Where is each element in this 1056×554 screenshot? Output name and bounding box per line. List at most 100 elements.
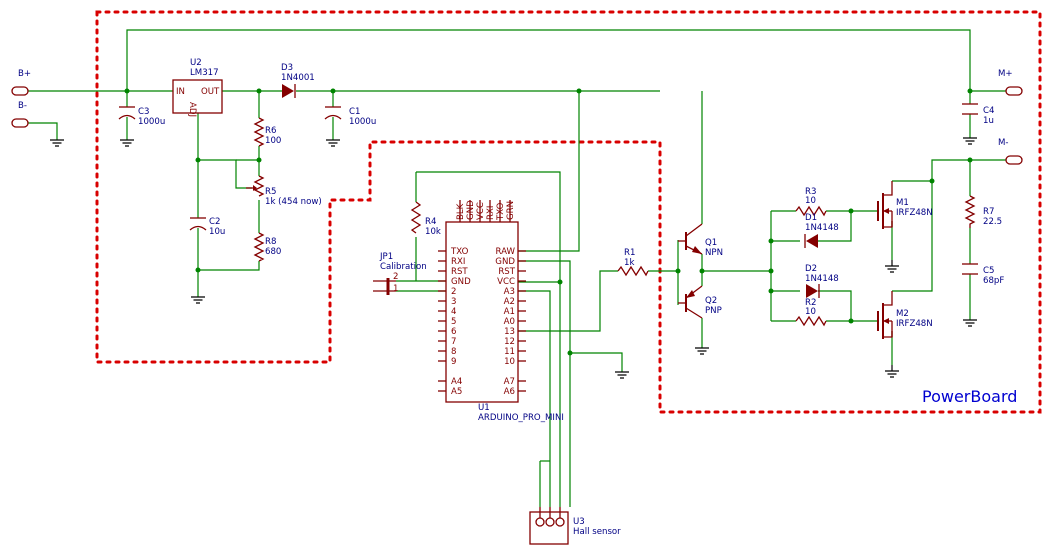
u1-right-pin-label: GND xyxy=(495,257,515,267)
u1-right-pin-label: A2 xyxy=(504,297,515,307)
u1-left-pin-label: RXI xyxy=(451,257,465,267)
svg-text:R1: R1 xyxy=(624,248,635,258)
u1-left-pin-label: 3 xyxy=(451,297,456,307)
svg-text:R8: R8 xyxy=(265,237,276,247)
u1-top-pin-label: RXI xyxy=(486,206,496,220)
u1-top-pin-label: VCC xyxy=(476,202,486,220)
svg-text:C1: C1 xyxy=(349,107,360,117)
svg-text:1k: 1k xyxy=(624,258,634,268)
svg-text:M2: M2 xyxy=(896,309,909,319)
svg-text:100: 100 xyxy=(265,136,281,146)
svg-text:PNP: PNP xyxy=(705,306,722,316)
battery-minus-connector: B- xyxy=(11,101,29,128)
r5-potentiometer: R5 1k (454 now) xyxy=(246,175,322,207)
u1-right-pin-label: 12 xyxy=(504,337,515,347)
svg-text:R5: R5 xyxy=(265,187,276,197)
r3-resistor: R3 10 xyxy=(795,187,827,217)
svg-text:R3: R3 xyxy=(805,187,816,197)
r4-resistor: R4 10k xyxy=(410,201,441,237)
r8-resistor: R8 680 xyxy=(253,232,281,262)
svg-text:1k (454 now): 1k (454 now) xyxy=(265,197,322,207)
svg-text:M+: M+ xyxy=(998,69,1013,79)
svg-text:1u: 1u xyxy=(983,116,994,126)
svg-text:B-: B- xyxy=(18,101,27,111)
svg-text:68pF: 68pF xyxy=(983,276,1004,286)
d2-diode: D2 1N4148 xyxy=(805,264,839,298)
motor-plus-connector: M+ xyxy=(998,69,1023,96)
svg-text:JP1: JP1 xyxy=(379,252,393,262)
svg-text:1N4001: 1N4001 xyxy=(281,73,315,83)
u1-right-pin-label: RAW xyxy=(495,247,515,257)
u1-top-pin-label: GRN xyxy=(506,201,516,220)
u1-left-pin-label: TXO xyxy=(450,247,469,257)
svg-text:R4: R4 xyxy=(425,217,436,227)
svg-text:D1: D1 xyxy=(805,213,817,223)
svg-text:IRFZ48N: IRFZ48N xyxy=(896,319,933,329)
svg-text:1N4148: 1N4148 xyxy=(805,223,839,233)
c4-capacitor: C4 1u xyxy=(962,103,994,126)
svg-text:C4: C4 xyxy=(983,106,994,116)
u1-right-pin-label: RST xyxy=(498,267,515,277)
wires xyxy=(28,29,1006,507)
u1-right-pin-label: 10 xyxy=(504,357,515,367)
svg-text:R2: R2 xyxy=(805,298,816,308)
svg-text:1000u: 1000u xyxy=(349,117,376,127)
svg-text:LM317: LM317 xyxy=(190,68,219,78)
svg-text:IN: IN xyxy=(176,87,185,97)
u1-right-pin-label: A3 xyxy=(504,287,515,297)
svg-text:ARDUINO_PRO_MINI: ARDUINO_PRO_MINI xyxy=(478,413,564,423)
u1-right-pin-label: 13 xyxy=(504,327,515,337)
r6-resistor: R6 100 xyxy=(253,117,281,147)
svg-text:M-: M- xyxy=(998,138,1009,148)
c1-capacitor: C1 1000u xyxy=(324,106,376,127)
svg-text:10k: 10k xyxy=(425,227,441,237)
svg-text:1000u: 1000u xyxy=(138,117,165,127)
svg-text:1: 1 xyxy=(393,284,398,294)
q2-pnp-transistor: Q2 PNP xyxy=(678,285,722,319)
svg-text:M1: M1 xyxy=(896,198,909,208)
u1-left-pin-label: 2 xyxy=(451,287,456,297)
u1-top-pin-label: GND xyxy=(466,200,476,220)
m2-mosfet: M2 IRFZ48N xyxy=(877,291,933,339)
svg-text:NPN: NPN xyxy=(705,248,723,258)
board-label: PowerBoard xyxy=(922,387,1017,406)
u1-right-pin-label: VCC xyxy=(497,277,515,287)
u1-top-pin-label: BLK xyxy=(456,203,466,220)
svg-text:Hall sensor: Hall sensor xyxy=(573,527,621,537)
svg-text:D2: D2 xyxy=(805,264,817,274)
svg-text:D3: D3 xyxy=(281,63,293,73)
battery-plus-connector: B+ xyxy=(11,69,31,96)
c2-capacitor: C2 10u xyxy=(189,217,225,237)
c3-capacitor: C3 1000u xyxy=(118,106,165,127)
u1-left-pin-label: A5 xyxy=(451,387,462,397)
u1-left-pin-label: 8 xyxy=(451,347,456,357)
d1-diode: D1 1N4148 xyxy=(804,213,839,248)
u1-left-pin-label: 6 xyxy=(451,327,456,337)
motor-minus-connector: M- xyxy=(998,138,1023,165)
svg-text:U2: U2 xyxy=(190,58,202,68)
svg-text:R6: R6 xyxy=(265,126,276,136)
junctions xyxy=(124,88,973,356)
m1-mosfet: M1 IRFZ48N xyxy=(877,181,933,229)
u1-right-pin-label: A6 xyxy=(504,387,515,397)
svg-text:680: 680 xyxy=(265,247,281,257)
u1-left-pin-label: GND xyxy=(451,277,471,287)
ground-symbols xyxy=(50,137,977,379)
svg-text:10: 10 xyxy=(805,307,816,317)
u1-right-pin-label: A1 xyxy=(504,307,515,317)
svg-text:OUT: OUT xyxy=(201,87,220,97)
board-outline xyxy=(95,10,1042,414)
r7-resistor: R7 22.5 xyxy=(964,195,1002,228)
svg-text:U3: U3 xyxy=(573,517,585,527)
svg-text:10: 10 xyxy=(805,196,816,206)
svg-text:10u: 10u xyxy=(209,227,225,237)
r2-resistor: R2 10 xyxy=(795,298,827,327)
u1-right-pin-label: 11 xyxy=(504,347,515,357)
svg-text:Q2: Q2 xyxy=(705,296,717,306)
u1-left-pin-label: 4 xyxy=(451,307,456,317)
q1-npn-transistor: Q1 NPN xyxy=(678,223,723,258)
